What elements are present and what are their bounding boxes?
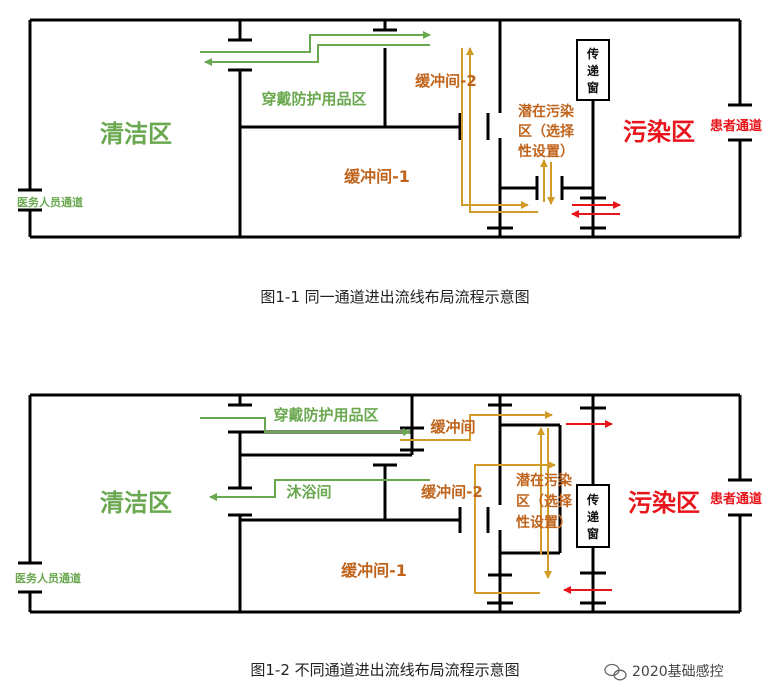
orange-flow-down [461,48,529,209]
diagram-2: 清洁区 穿戴防护用品区 缓冲间 沐浴间 缓冲间-2 缓冲间-1 潜在污染 区（选… [15,393,762,679]
wechat-icon [604,663,627,681]
potential-zone-line2: 区（选择 [518,123,575,140]
green-flow-ppe-in [200,417,411,436]
patient-channel-label: 患者通道 [710,118,762,134]
diagram-1-caption: 图1-1 同一通道进出流线布局流程示意图 [260,288,529,306]
pass-window-char2: 递 [587,509,599,524]
green-flow-shower-out [209,479,430,501]
diagram-1-labels: 清洁区 穿戴防护用品区 缓冲间-2 缓冲间-1 潜在污染 区（选择 性设置） 传… [17,46,762,209]
orange-flow-buffer-in [400,411,553,441]
pass-window-box [576,484,610,548]
green-flow-out [204,44,430,66]
contaminated-zone-label: 污染区 [628,489,700,517]
diagram-2-flows [200,411,613,594]
buffer1-label: 缓冲间-1 [340,561,407,580]
patient-channel-label: 患者通道 [710,491,762,507]
diagram-2-labels: 清洁区 穿戴防护用品区 缓冲间 沐浴间 缓冲间-2 缓冲间-1 潜在污染 区（选… [15,406,762,585]
buffer2-label: 缓冲间-2 [415,72,477,90]
pass-window-char3: 窗 [587,80,599,95]
diagram-1: 清洁区 穿戴防护用品区 缓冲间-2 缓冲间-1 潜在污染 区（选择 性设置） 传… [17,18,762,306]
pass-window-char1: 传 [586,46,599,61]
staff-channel-label: 医务人员通道 [17,195,83,209]
potential-zone-line1: 潜在污染 [518,103,575,120]
buffer2-label: 缓冲间-2 [421,483,483,501]
potential-zone-line3: 性设置） [518,143,574,160]
buffer-room-label: 缓冲间 [430,418,475,436]
pass-window-char1: 传 [586,492,599,507]
potential-zone-line3: 性设置） [516,514,572,531]
clean-zone-label: 清洁区 [100,489,172,517]
buffer1-label: 缓冲间-1 [343,167,410,186]
pass-window-char3: 窗 [587,526,599,541]
wechat-watermark: 2020基础感控 [604,663,724,681]
orange-flow-up [474,461,556,594]
shower-room-label: 沐浴间 [286,483,331,501]
clean-zone-label: 清洁区 [100,120,172,148]
contaminated-zone-label: 污染区 [623,118,695,146]
staff-channel-label: 医务人员通道 [15,571,81,585]
pass-window-box [576,39,610,101]
diagram-1-flows [200,31,621,218]
potential-zone-line1: 潜在污染 [516,472,573,489]
green-flow-in [200,31,431,53]
orange-flow-up [466,47,538,213]
watermark-text: 2020基础感控 [632,663,724,680]
diagram-2-caption: 图1-2 不同通道进出流线布局流程示意图 [250,661,519,679]
potential-zone-line2: 区（选择 [516,493,573,510]
ppe-room-label: 穿戴防护用品区 [273,406,378,424]
pass-window-char2: 递 [587,63,599,78]
ppe-room-label: 穿戴防护用品区 [261,90,366,108]
